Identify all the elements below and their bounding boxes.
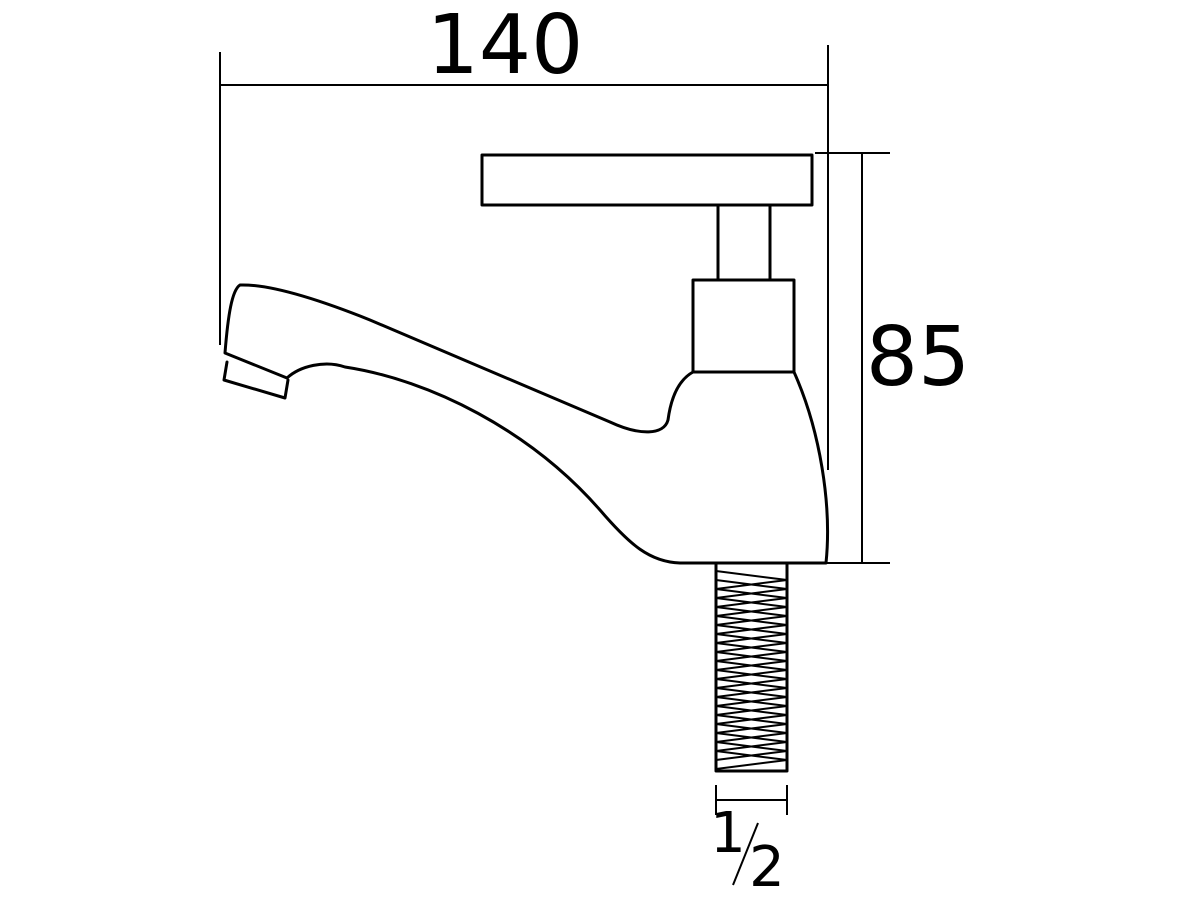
tap-handle-lever bbox=[480, 153, 814, 207]
thread-label-denominator: 2 bbox=[749, 835, 785, 899]
tap-aerator-tip bbox=[222, 360, 290, 400]
width-label: 140 bbox=[427, 0, 584, 93]
threaded-tail bbox=[714, 561, 789, 773]
tap-spout-body-outline bbox=[223, 283, 829, 565]
thread-label-numerator: 1 bbox=[710, 801, 746, 866]
thread-dimension: 1 2 bbox=[710, 785, 788, 899]
tap-headgear-block bbox=[691, 278, 796, 374]
width-dimension: 140 bbox=[219, 0, 829, 470]
tap-spindle-stem bbox=[716, 203, 772, 282]
height-dimension: 85 bbox=[815, 152, 970, 564]
thread-label-fraction-bar bbox=[732, 822, 759, 886]
height-label: 85 bbox=[866, 310, 970, 405]
